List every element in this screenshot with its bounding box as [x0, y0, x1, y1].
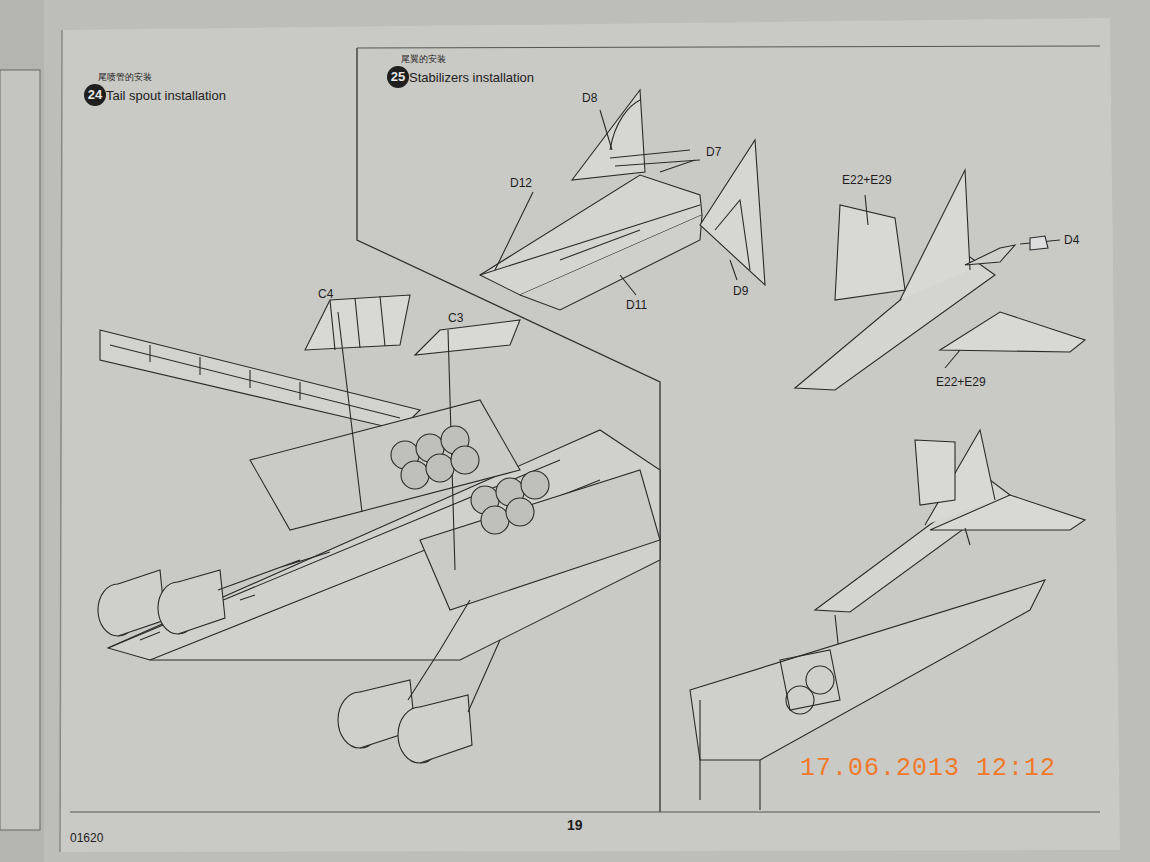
step-title-chinese: 尾喷管的安装: [98, 71, 152, 84]
part-label: D8: [582, 92, 597, 105]
part-label: D4: [1064, 234, 1079, 247]
step-number: 24: [84, 84, 106, 106]
part-label: E22+E29: [936, 376, 986, 389]
step-circle: 25尾翼的安装Stabilizers installation: [387, 66, 409, 88]
step-circle: 24尾喷管的安装Tail spout installation: [84, 84, 106, 106]
step-title: Tail spout installation: [106, 88, 226, 103]
part-label: C4: [318, 288, 333, 301]
page-number: 19: [567, 818, 583, 833]
part-label: D11: [626, 299, 647, 312]
step-number: 25: [387, 66, 409, 88]
part-label: C3: [448, 312, 463, 325]
part-label: D12: [510, 177, 532, 190]
part-label: D7: [706, 146, 721, 159]
part-label: D9: [733, 285, 748, 298]
part-label: 01620: [70, 832, 103, 845]
date-stamp: 17.06.2013 12:12: [800, 755, 1056, 783]
part-label: E22+E29: [842, 174, 892, 187]
step-title-chinese: 尾翼的安装: [401, 53, 446, 66]
step-title: Stabilizers installation: [409, 70, 534, 85]
